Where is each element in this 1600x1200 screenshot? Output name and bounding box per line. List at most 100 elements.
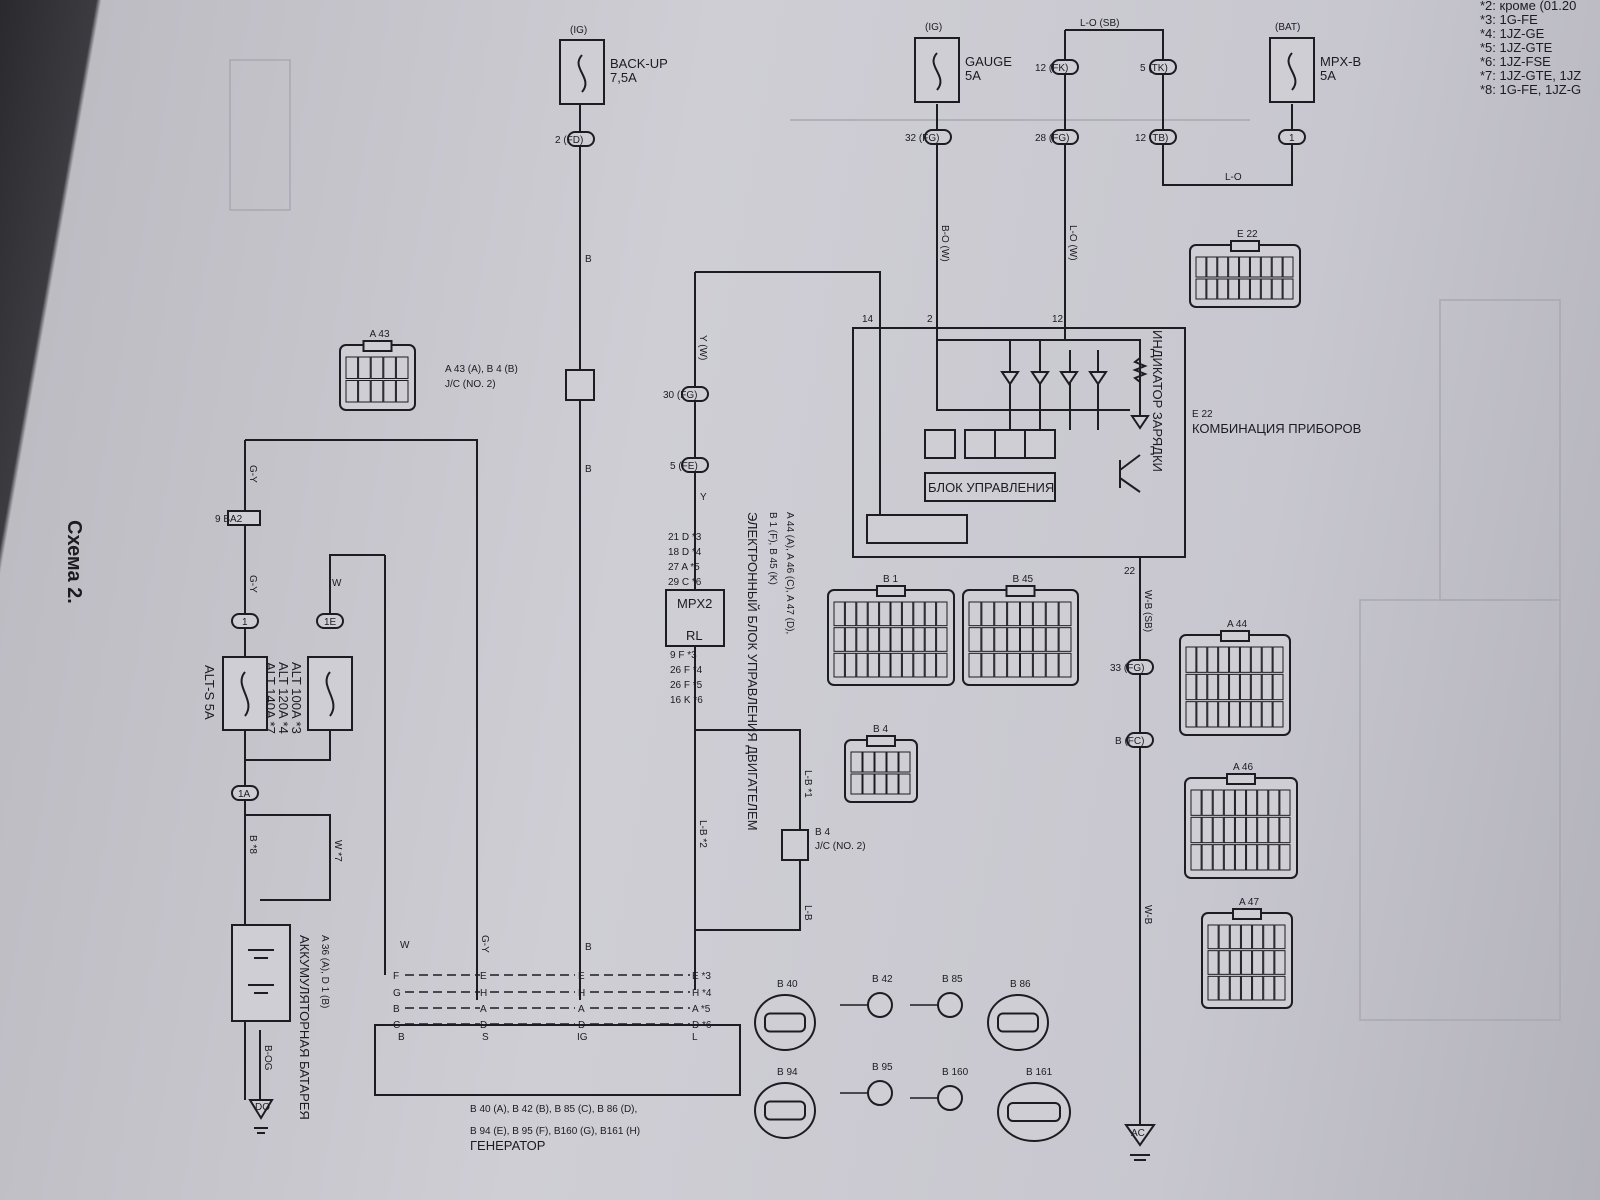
inline-connectors: 2 (FD) 32 (FG) 12 (FK) 5 (TK) 28 (FG) 12… <box>215 59 1306 801</box>
svg-text:G-Y: G-Y <box>247 465 258 483</box>
connector-view: A 47 <box>1201 897 1293 1009</box>
fuse-alt-s: ALT-S 5A <box>202 656 268 731</box>
svg-text:1A: 1A <box>238 789 251 800</box>
footnotes: *2: кроме (01.20 *3: 1G-FE *4: 1JZ-GE *5… <box>1480 0 1581 97</box>
svg-text:B: B <box>585 464 592 475</box>
svg-text:12: 12 <box>1052 314 1064 325</box>
svg-text:L-B *1: L-B *1 <box>802 770 813 798</box>
svg-text:14: 14 <box>862 314 874 325</box>
svg-text:ALT-S 5A: ALT-S 5A <box>202 665 217 720</box>
connector-view-label: B 45 <box>1013 574 1034 585</box>
page-title: Схема 2. <box>63 520 85 604</box>
connector-view-label: B 86 <box>1010 979 1031 990</box>
fuse-mpx-b: (BAT) MPX-B 5A <box>1269 22 1361 103</box>
svg-text:B: B <box>393 1004 400 1015</box>
svg-text:G-Y: G-Y <box>479 935 490 953</box>
connector-view: B 42 <box>840 974 893 1018</box>
svg-text:L-O: L-O <box>1225 172 1242 183</box>
svg-text:H *4: H *4 <box>692 988 712 999</box>
svg-text:F: F <box>393 971 399 982</box>
svg-text:A 43 (A), B 4 (B): A 43 (A), B 4 (B) <box>445 364 518 375</box>
connector-view-label: B 40 <box>777 979 798 990</box>
svg-text:B (FC): B (FC) <box>1115 736 1144 747</box>
svg-text:W: W <box>332 578 342 589</box>
fuse-alt: ALT 100A *3 ALT 120A *4 ALT 140A *7 <box>263 656 353 734</box>
svg-text:D: D <box>480 1020 487 1031</box>
wires <box>244 29 1293 1125</box>
svg-text:L: L <box>692 1032 698 1043</box>
connector-view-label: B 4 <box>873 724 888 735</box>
svg-text:5 (FE): 5 (FE) <box>670 461 698 472</box>
svg-text:26 F *4: 26 F *4 <box>670 665 703 676</box>
connector-view: B 4 <box>844 724 918 803</box>
svg-text:H: H <box>578 988 585 999</box>
svg-text:*4: 1JZ-GE: *4: 1JZ-GE <box>1480 26 1545 41</box>
connector-view: A 46 <box>1184 762 1298 879</box>
connector-view: B 86 <box>987 979 1049 1051</box>
svg-text:B: B <box>585 254 592 265</box>
connector-view-label: B 85 <box>942 974 963 985</box>
svg-text:ALT 100A *3: ALT 100A *3 <box>289 662 304 734</box>
svg-text:26 F *5: 26 F *5 <box>670 680 703 691</box>
svg-text:W: W <box>400 940 410 951</box>
svg-text:L-B *2: L-B *2 <box>697 820 708 848</box>
svg-text:ЭЛЕКТРОННЫЙ БЛОК УПРАВЛЕНИЯ ДВ: ЭЛЕКТРОННЫЙ БЛОК УПРАВЛЕНИЯ ДВИГАТЕЛЕМ <box>745 512 760 831</box>
svg-text:18 D *4: 18 D *4 <box>668 547 702 558</box>
svg-text:30 (FG): 30 (FG) <box>663 390 697 401</box>
svg-text:B 94 (E), B 95 (F), B160 (G),: B 94 (E), B 95 (F), B160 (G), B161 (H) <box>470 1126 640 1137</box>
resistor-icon <box>1132 357 1148 383</box>
connector-view-label: A 47 <box>1239 897 1259 908</box>
svg-text:*3: 1G-FE: *3: 1G-FE <box>1480 12 1538 27</box>
svg-text:5 (TK): 5 (TK) <box>1140 63 1168 74</box>
svg-text:B-OG: B-OG <box>262 1045 273 1071</box>
svg-text:28 (FG): 28 (FG) <box>1035 133 1069 144</box>
svg-text:*6: 1JZ-FSE: *6: 1JZ-FSE <box>1480 54 1551 69</box>
svg-text:W *7: W *7 <box>332 840 343 862</box>
connector-view-label: A 44 <box>1227 619 1247 630</box>
svg-text:A 36 (A), D 1 (B): A 36 (A), D 1 (B) <box>319 935 330 1008</box>
fuse-back-up: (IG) BACK-UP 7,5A <box>559 25 668 105</box>
svg-text:Y (W): Y (W) <box>697 335 708 360</box>
svg-text:9 F *3: 9 F *3 <box>670 650 697 661</box>
connector-view-label: B 94 <box>777 1067 798 1078</box>
connector-view: A 43 <box>339 329 416 411</box>
svg-text:5A: 5A <box>1320 68 1336 83</box>
svg-text:A: A <box>480 1004 487 1015</box>
connector-view-label: A 43 <box>370 329 390 340</box>
svg-text:1: 1 <box>1289 133 1295 144</box>
connector-view-label: A 46 <box>1233 762 1253 773</box>
svg-text:БЛОК УПРАВЛЕНИЯ: БЛОК УПРАВЛЕНИЯ <box>928 480 1054 495</box>
svg-text:B: B <box>398 1032 405 1043</box>
svg-text:D: D <box>578 1020 585 1031</box>
fuse-gauge: (IG) GAUGE 5A <box>914 22 1012 103</box>
svg-text:(IG): (IG) <box>570 25 587 36</box>
svg-text:G-Y: G-Y <box>247 575 258 593</box>
svg-text:2: 2 <box>927 314 933 325</box>
svg-text:A 44 (A), A 46 (C), A 47 (D),: A 44 (A), A 46 (C), A 47 (D), <box>784 512 795 634</box>
instrument-cluster: БЛОК УПРАВЛЕНИЯ 14 2 12 22 ИНДИКАТОР ЗАР… <box>852 314 1361 577</box>
connector-view-label: E 22 <box>1237 229 1258 240</box>
svg-text:ALT 120A *4: ALT 120A *4 <box>276 662 291 734</box>
diode-icons <box>1000 371 1150 430</box>
svg-text:21 D *3: 21 D *3 <box>668 532 702 543</box>
svg-text:C: C <box>393 1020 400 1031</box>
svg-text:(IG): (IG) <box>925 22 942 33</box>
connector-view-label: B 95 <box>872 1062 893 1073</box>
svg-text:2 (FD): 2 (FD) <box>555 135 583 146</box>
svg-text:33 (FG): 33 (FG) <box>1110 663 1144 674</box>
bleed-through <box>229 59 1561 1021</box>
ground-icon-left: DO <box>248 1099 274 1134</box>
svg-text:E 22: E 22 <box>1192 409 1213 420</box>
transistor-icon <box>1119 454 1141 493</box>
svg-text:BACK-UP: BACK-UP <box>610 56 668 71</box>
connector-view: B 45 <box>962 574 1079 686</box>
connector-view-label: B 161 <box>1026 1067 1053 1078</box>
svg-text:КОМБИНАЦИЯ ПРИБОРОВ: КОМБИНАЦИЯ ПРИБОРОВ <box>1192 421 1361 436</box>
battery: АККУМУЛЯТОРНАЯ БАТАРЕЯ A 36 (A), D 1 (B) <box>231 924 330 1120</box>
generator: B S IG L B 40 (A), B 42 (B), B 85 (C), B… <box>374 971 741 1153</box>
svg-text:E: E <box>480 971 487 982</box>
connector-view: B 161 <box>997 1067 1071 1142</box>
svg-text:12 (FK): 12 (FK) <box>1035 63 1068 74</box>
svg-text:A: A <box>578 1004 585 1015</box>
